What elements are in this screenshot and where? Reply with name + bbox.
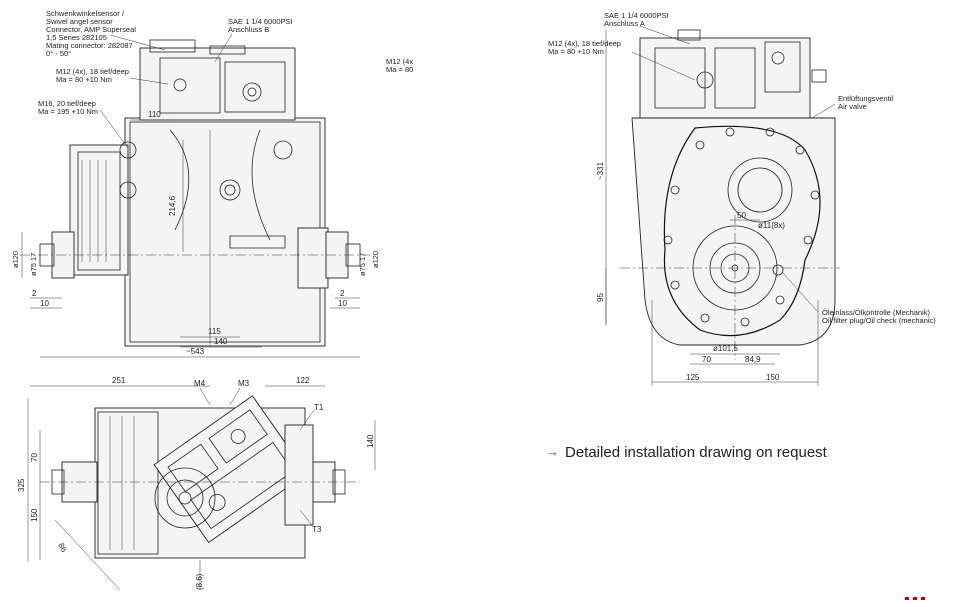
dim-10-right: 10 bbox=[338, 299, 347, 308]
front-housing bbox=[124, 117, 326, 347]
dim-849: 84,9 bbox=[745, 355, 761, 364]
dim-70-top: 70 bbox=[30, 453, 39, 462]
dim-150: 150 bbox=[766, 373, 780, 382]
label-m3: M3 bbox=[238, 379, 250, 388]
front-left-endplate bbox=[69, 144, 129, 276]
dim-331: ~331 bbox=[596, 161, 605, 180]
dim-115: 115 bbox=[208, 327, 221, 336]
dim-70: 70 bbox=[702, 355, 711, 364]
dim-325: 325 bbox=[17, 478, 26, 492]
note-sae-b-2: Anschluss B bbox=[228, 25, 269, 34]
dim-140-top: 140 bbox=[366, 434, 375, 448]
corner-marks bbox=[905, 597, 925, 600]
note-sensor-6: 0° - 50° bbox=[46, 49, 71, 58]
side-view: ~331 95 50 ø11(8x) ø101,5 70 84,9 125 15… bbox=[548, 11, 936, 386]
dim-75-right: ø75 17 bbox=[358, 253, 367, 276]
dim-125: 125 bbox=[686, 373, 700, 382]
dim-10-left: 10 bbox=[40, 299, 49, 308]
label-m4: M4 bbox=[194, 379, 206, 388]
dim-101: ø101,5 bbox=[713, 344, 738, 353]
arrow-right-icon: → bbox=[546, 444, 559, 459]
side-valve-block bbox=[639, 37, 811, 119]
dim-120-right: ø120 bbox=[371, 251, 380, 268]
dim-214: 214,6 bbox=[168, 195, 177, 216]
dim-2-right: 2 bbox=[340, 289, 345, 298]
side-upper-shaft-bore bbox=[727, 157, 793, 223]
label-t1: T1 bbox=[314, 403, 324, 412]
note-air-valve-2: Air valve bbox=[838, 102, 867, 111]
dim-86: 86 bbox=[56, 542, 69, 555]
side-housing bbox=[631, 117, 836, 346]
note-m12-right-2: Ma = 80 +10 Nm bbox=[548, 47, 604, 56]
note-sensor-1: Schwenkwinkelsensor / bbox=[46, 9, 125, 18]
side-gear-cover bbox=[663, 125, 821, 337]
note-m12-left-2: Ma = 80 +10 Nm bbox=[56, 75, 112, 84]
top-view: 251 122 M4 M3 T1 T3 325 70 150 140 86 (8… bbox=[17, 376, 376, 591]
dim-75-left: ø75 17 bbox=[29, 253, 38, 276]
dim-543: ~543 bbox=[186, 347, 205, 356]
dim-251: 251 bbox=[112, 376, 126, 385]
installation-callout: → Detailed installation drawing on reque… bbox=[546, 444, 828, 461]
note-m12-right-1: M12 (4x), 18 tief/deep bbox=[548, 39, 621, 48]
dim-120-left: ø120 bbox=[11, 251, 20, 268]
front-view: 110 214,6 ø120 ø75 17 ø75 17 ø120 2 10 2… bbox=[11, 9, 413, 358]
dim-122: 122 bbox=[296, 376, 310, 385]
note-sensor-2: Swivel angel sensor bbox=[46, 17, 113, 26]
side-bolt-holes bbox=[663, 127, 820, 327]
note-sae-a-1: SAE 1 1/4 6000PSI bbox=[604, 11, 669, 20]
dim-11x8: ø11(8x) bbox=[758, 221, 785, 230]
note-m16-1: M16, 20 tief/deep bbox=[38, 99, 96, 108]
dim-110: 110 bbox=[148, 110, 161, 119]
label-t3: T3 bbox=[312, 525, 322, 534]
note-sae-a-2: Anschluss A bbox=[604, 19, 645, 28]
front-valve-block bbox=[139, 47, 296, 121]
dim-150-top: 150 bbox=[30, 508, 39, 522]
note-m12-cut-2: Ma = 80 bbox=[386, 65, 413, 74]
note-sensor-5: Mating connector: 282087 bbox=[46, 41, 133, 50]
dim-2-left: 2 bbox=[32, 289, 37, 298]
front-right-flange bbox=[297, 227, 329, 289]
dim-86b: (8,6) bbox=[195, 573, 204, 590]
note-sensor-3: Connector, AMP Superseal bbox=[46, 25, 136, 34]
dim-140: 140 bbox=[214, 337, 228, 346]
note-m12-cut-1: M12 (4x bbox=[386, 57, 413, 66]
note-oil-1: Öleinlass/Ölkontrolle (Mechanik) bbox=[822, 308, 930, 317]
note-m16-2: Ma = 195 +10 Nm bbox=[38, 107, 98, 116]
dim-50: 50 bbox=[737, 211, 746, 220]
top-valve-block bbox=[153, 395, 308, 544]
note-sensor-4: 1,5 Series 282105 bbox=[46, 33, 107, 42]
callout-text: Detailed installation drawing on request bbox=[565, 444, 828, 461]
note-m12-left-1: M12 (4x), 18 tief/deep bbox=[56, 67, 129, 76]
note-sae-b-1: SAE 1 1/4 6000PSI bbox=[228, 17, 293, 26]
note-air-valve-1: Entlüftungsventil bbox=[838, 94, 893, 103]
dim-95: 95 bbox=[596, 293, 605, 302]
note-oil-2: Oil filter plug/Oil check (mechanic) bbox=[822, 316, 936, 325]
